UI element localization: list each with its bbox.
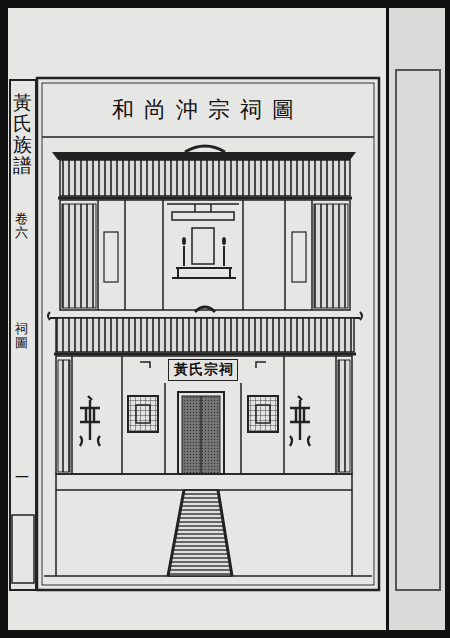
upper-roof bbox=[60, 160, 350, 196]
facing-frame bbox=[396, 70, 440, 590]
outer-frame bbox=[37, 78, 379, 590]
window-panel bbox=[292, 232, 306, 282]
lintel-ornament bbox=[167, 204, 239, 220]
ridge-ornament bbox=[185, 146, 225, 152]
steps bbox=[168, 490, 232, 576]
ridge bbox=[52, 152, 356, 160]
candlestick bbox=[184, 246, 224, 266]
altar-table bbox=[172, 268, 236, 278]
platform bbox=[56, 474, 352, 490]
lattice-window bbox=[128, 396, 158, 432]
window-panel bbox=[104, 232, 118, 282]
inner-frame bbox=[42, 83, 374, 585]
door-frame bbox=[178, 392, 224, 474]
spine-box bbox=[12, 515, 34, 583]
upper-side-wall bbox=[314, 204, 348, 308]
title-rule bbox=[42, 136, 374, 138]
page bbox=[8, 8, 386, 630]
spine-frame bbox=[10, 80, 36, 590]
plaque-text: 黃氏宗祠 bbox=[174, 361, 232, 379]
upper-side-wall bbox=[62, 204, 96, 308]
eave bbox=[58, 197, 352, 200]
upper-storey bbox=[60, 200, 350, 310]
lattice-window bbox=[248, 396, 278, 432]
spine-label: 一 bbox=[15, 470, 29, 485]
spine-label: 黃氏族譜 bbox=[13, 92, 32, 176]
eave bbox=[54, 353, 356, 356]
spine-label: 祠圖 bbox=[15, 322, 28, 351]
lower-roof bbox=[56, 318, 354, 352]
name-plaque: 黃氏宗祠 bbox=[168, 359, 238, 381]
spine-label: 卷六 bbox=[15, 212, 28, 241]
facing-page bbox=[389, 8, 445, 630]
lower-storey bbox=[56, 356, 352, 474]
ancestral-tablet bbox=[192, 228, 214, 264]
diagram-title: 和尚沖宗祠圖 bbox=[112, 95, 304, 125]
door bbox=[182, 396, 220, 474]
